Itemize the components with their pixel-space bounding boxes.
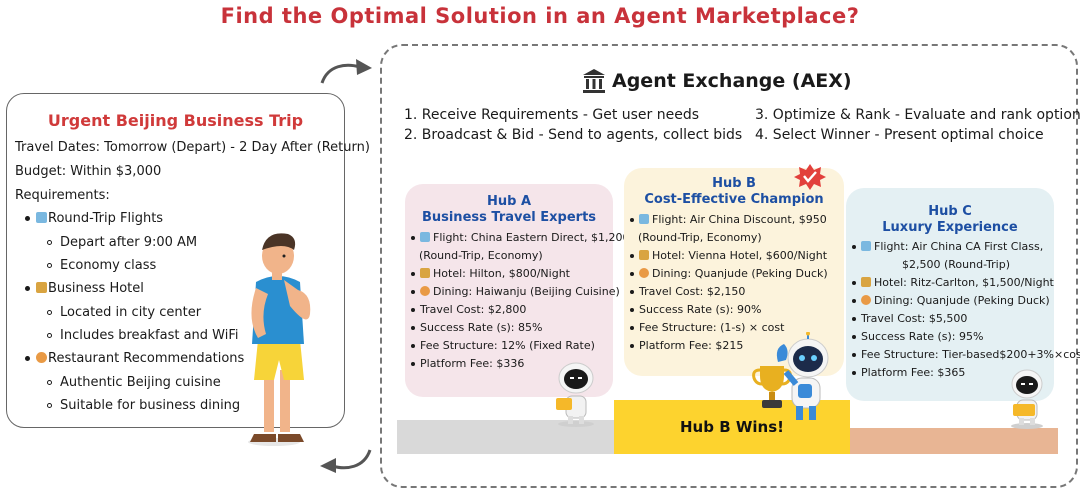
list-item: Platform Fee: $336 (411, 357, 524, 370)
airplane-icon (420, 232, 430, 242)
list-item: Flight: Air China CA First Class, (852, 240, 1043, 253)
dish-icon (420, 286, 430, 296)
list-item: Success Rate (s): 95% (852, 330, 983, 343)
bank-icon (583, 69, 605, 93)
requirements-label: Requirements: (15, 188, 110, 203)
hub-c-card: Hub C Luxury Experience Flight: Air Chin… (846, 188, 1080, 401)
hub-b-card: Hub B Cost-Effective Champion Flight: Ai… (624, 168, 844, 376)
podium-hub-c (850, 428, 1058, 454)
travel-dates: Travel Dates: Tomorrow (Depart) - 2 Day … (15, 140, 370, 155)
list-item: Success Rate (s): 85% (411, 321, 542, 334)
list-item: Business Hotel (25, 281, 144, 296)
dish-icon (36, 352, 47, 363)
list-item: Flight: China Eastern Direct, $1,200 (411, 231, 630, 244)
robot-icon (776, 332, 829, 420)
list-item: Dining: Quanjude (Peking Duck) (630, 267, 828, 280)
list-item: $2,500 (Round-Trip) (902, 258, 1010, 271)
curved-arrow-icon (320, 449, 372, 473)
list-item: Platform Fee: $215 (630, 339, 743, 352)
list-item: Fee Structure: 12% (Fixed Rate) (411, 339, 595, 352)
list-item: Flight: Air China Discount, $950 (630, 213, 827, 226)
aex-step: 1. Receive Requirements - Get user needs (404, 107, 700, 123)
hub-c-subtitle: Luxury Experience (882, 220, 1018, 235)
list-item: Fee Structure: (1-s) × cost (630, 321, 784, 334)
airplane-icon (639, 214, 649, 224)
hub-b-subtitle: Cost-Effective Champion (644, 192, 824, 207)
aex-step: 2. Broadcast & Bid - Send to agents, col… (404, 127, 743, 143)
airplane-icon (36, 212, 47, 223)
winner-label: Hub B Wins! (680, 418, 784, 436)
robot-icon (1011, 369, 1043, 429)
dish-icon (639, 268, 649, 278)
list-item: Economy class (47, 258, 156, 273)
page-title: Find the Optimal Solution in an Agent Ma… (220, 4, 860, 28)
list-item: Includes breakfast and WiFi (47, 328, 239, 343)
aex-container (380, 44, 1078, 488)
list-item: Located in city center (47, 305, 201, 320)
list-item: Hotel: Ritz-Carlton, $1,500/Night (852, 276, 1054, 289)
hub-a-card: Hub A Business Travel Experts Flight: Ch… (405, 184, 630, 397)
hub-a-name: Hub A (486, 194, 532, 209)
hotel-icon (861, 277, 871, 287)
list-item: Travel Cost: $5,500 (852, 312, 967, 325)
dish-icon (861, 295, 871, 305)
list-item: Dining: Quanjude (Peking Duck) (852, 294, 1050, 307)
list-item: (Round-Trip, Economy) (638, 231, 762, 244)
hotel-icon (639, 250, 649, 260)
list-item: Restaurant Recommendations (25, 351, 244, 366)
thinking-person-icon (248, 233, 311, 446)
list-item: Depart after 9:00 AM (47, 235, 197, 250)
list-item: Authentic Beijing cuisine (47, 375, 221, 390)
list-item: Fee Structure: Tier-based$200+3%×cost (852, 348, 1080, 361)
list-item: Platform Fee: $365 (852, 366, 965, 379)
budget: Budget: Within $3,000 (15, 164, 162, 179)
list-item: Round-Trip Flights (25, 211, 163, 226)
list-item: Hotel: Vienna Hotel, $600/Night (630, 249, 827, 262)
airplane-icon (861, 241, 871, 251)
aex-step: 3. Optimize & Rank - Evaluate and rank o… (755, 107, 1080, 123)
aex-title: Agent Exchange (AEX) (612, 70, 852, 92)
list-item: Suitable for business dining (47, 398, 240, 413)
winner-badge-icon (794, 164, 826, 190)
list-item: Travel Cost: $2,800 (411, 303, 526, 316)
curved-arrow-icon (320, 59, 372, 84)
list-item: Hotel: Hilton, $800/Night (411, 267, 570, 280)
list-item: (Round-Trip, Economy) (419, 249, 543, 262)
hub-a-subtitle: Business Travel Experts (421, 210, 597, 225)
list-item: Dining: Haiwanju (Beijing Cuisine) (411, 285, 620, 298)
list-item: Travel Cost: $2,150 (630, 285, 745, 298)
hub-b-name: Hub B (712, 176, 756, 191)
robot-icon (556, 362, 594, 427)
hotel-icon (36, 282, 47, 293)
hotel-icon (420, 268, 430, 278)
list-item: Success Rate (s): 90% (630, 303, 761, 316)
request-title: Urgent Beijing Business Trip (47, 111, 304, 130)
aex-step: 4. Select Winner - Present optimal choic… (755, 127, 1044, 143)
hub-c-name: Hub C (928, 204, 972, 219)
